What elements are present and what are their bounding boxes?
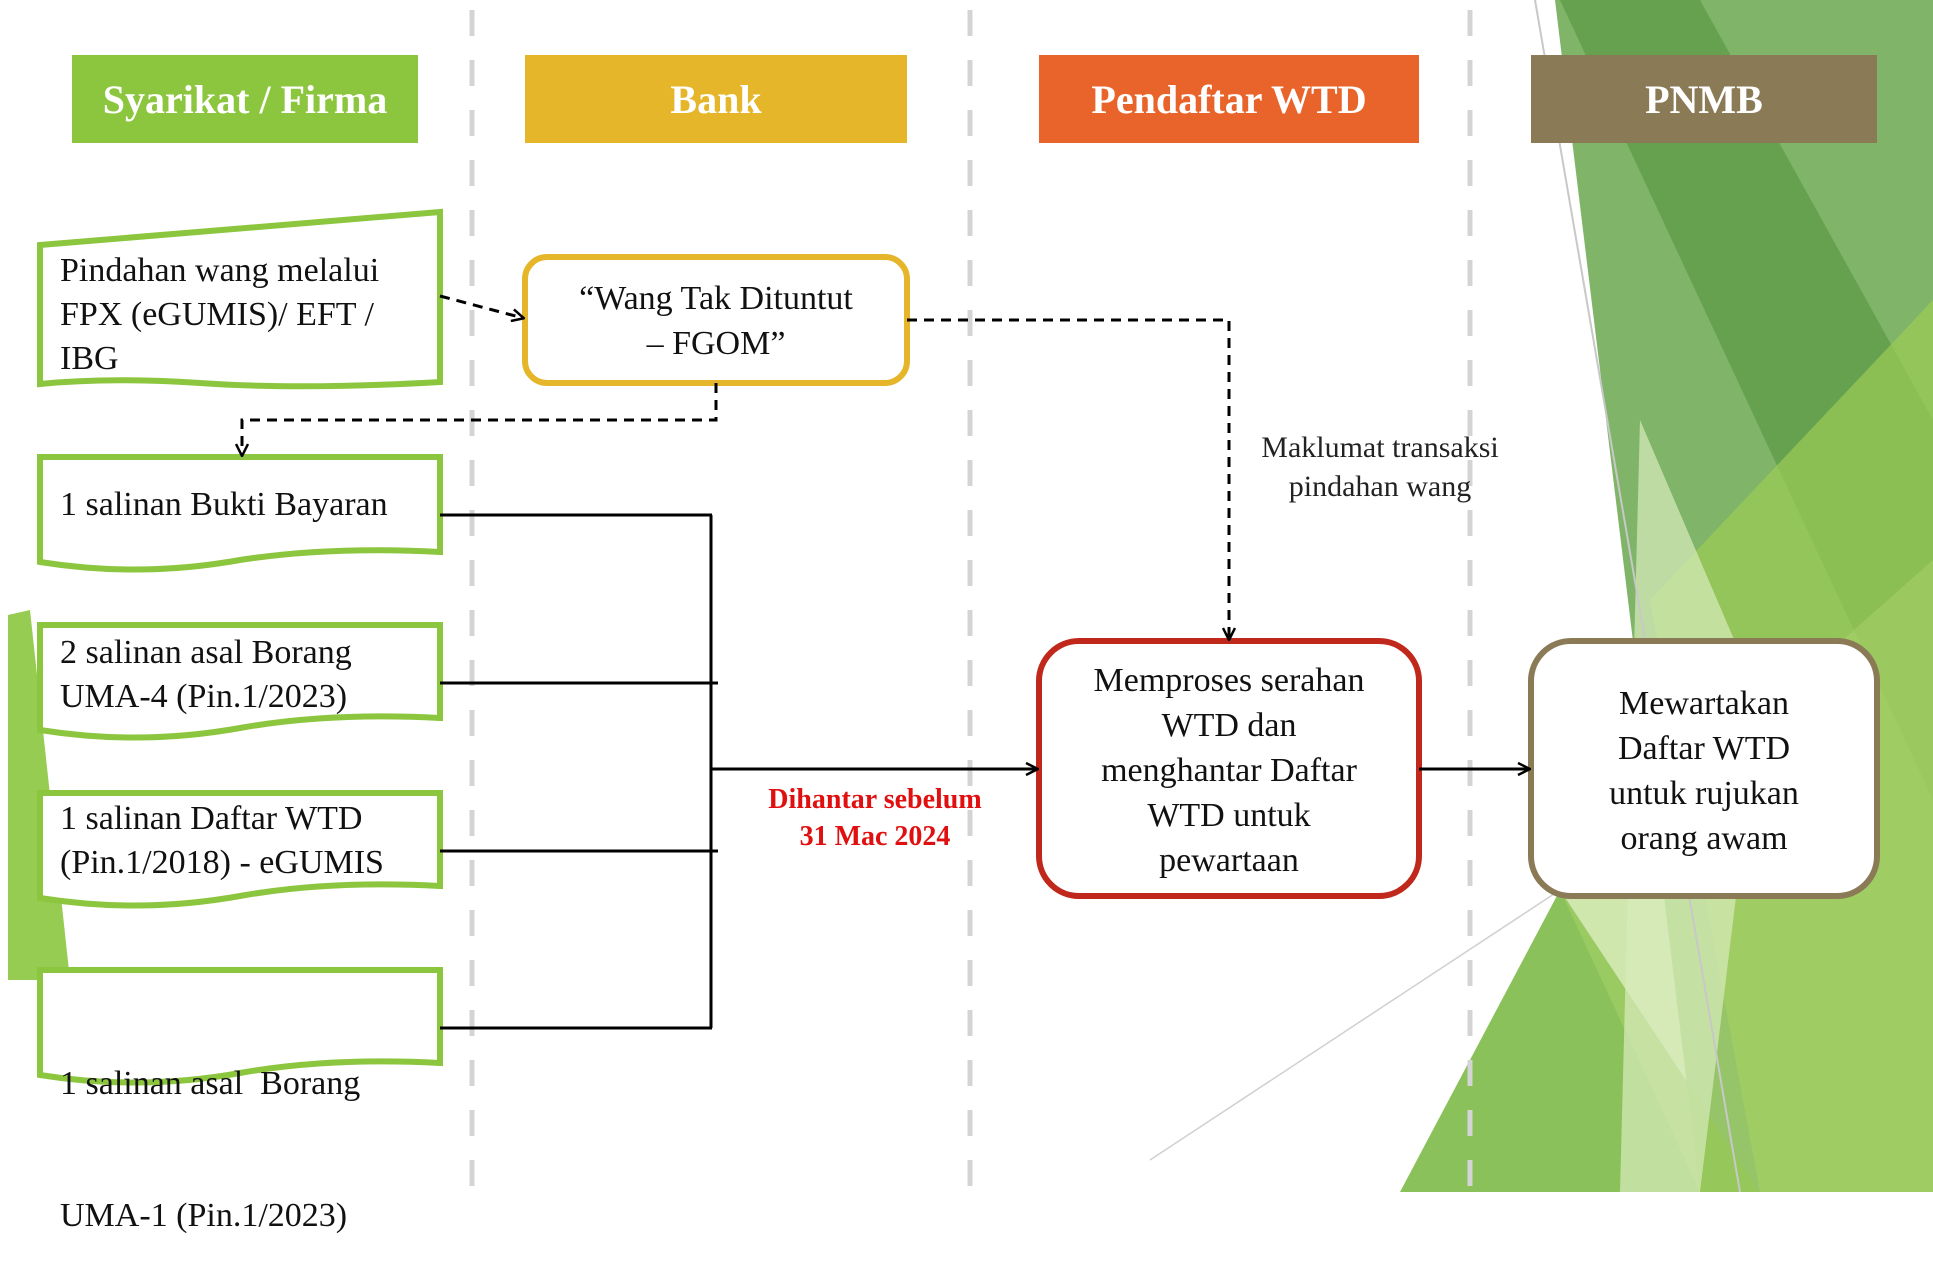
publish-wtd-text: Mewartakan Daftar WTD untuk rujukan oran… xyxy=(1531,681,1877,861)
borang-uma1-text: 1 salinan asal Borang UMA-1 (Pin.1/2023) xyxy=(60,974,440,1282)
arrow-bank-to-process xyxy=(907,318,1229,639)
fgom-account-text: “Wang Tak Dituntut – FGOM” xyxy=(525,276,907,366)
doc-shape-transfer xyxy=(37,208,443,390)
transfer-doc-line: Pindahan wang melalui xyxy=(60,252,380,289)
process-wtd-line: WTD untuk xyxy=(1147,797,1311,834)
borang-uma4-text: 2 salinan asal Borang UMA-4 (Pin.1/2023) xyxy=(60,631,440,719)
lane-header-bg-pendaftar xyxy=(1039,55,1419,143)
doc-shape-daftar xyxy=(37,790,443,909)
lane-separators xyxy=(469,10,1473,1192)
bukti-bayaran-line: 1 salinan Bukti Bayaran xyxy=(60,486,388,523)
borang-uma1-line: UMA-1 (Pin.1/2023) xyxy=(60,1197,348,1234)
deadline-line: Dihantar sebelum xyxy=(768,784,982,815)
deadline-note: Dihantar sebelum 31 Mac 2024 xyxy=(735,781,1015,855)
arrow-transfer-to-bank xyxy=(439,294,523,318)
fgom-account-line: – FGOM” xyxy=(646,325,786,362)
borang-uma1-line: 1 salinan asal Borang xyxy=(60,1065,361,1102)
transaction-info-line: Maklumat transaksi xyxy=(1261,431,1499,464)
borang-uma4-line: UMA-4 (Pin.1/2023) xyxy=(60,678,348,715)
process-wtd-line: Memproses serahan xyxy=(1093,662,1365,699)
transfer-doc-text: Pindahan wang melalui FPX (eGUMIS)/ EFT … xyxy=(60,249,440,381)
transaction-info-note: Maklumat transaksi pindahan wang xyxy=(1230,428,1530,506)
diagram-canvas xyxy=(8,0,1933,1192)
process-wtd-line: menghantar Daftar xyxy=(1101,752,1357,789)
publish-wtd-line: Daftar WTD xyxy=(1617,730,1791,767)
bukti-bayaran-text: 1 salinan Bukti Bayaran xyxy=(60,483,440,527)
publish-wtd-line: untuk rujukan xyxy=(1609,775,1799,812)
transfer-doc-line: FPX (eGUMIS)/ EFT / xyxy=(60,296,374,333)
lane-header-bg-firma xyxy=(72,55,418,143)
doc-shape-uma4 xyxy=(37,622,443,741)
daftar-wtd-line: 1 salinan Daftar WTD xyxy=(60,800,363,837)
lane-header-firma: Syarikat / Firma xyxy=(102,76,388,122)
borang-uma4-line: 2 salinan asal Borang xyxy=(60,634,352,671)
publish-box-shape xyxy=(1528,638,1880,899)
lane-header-pnmb: PNMB xyxy=(1645,76,1763,122)
fgom-account-line: “Wang Tak Dituntut xyxy=(579,280,853,317)
deadline-line: 31 Mac 2024 xyxy=(799,821,951,852)
arrow-bank-to-bukti xyxy=(242,383,718,455)
daftar-wtd-text: 1 salinan Daftar WTD (Pin.1/2018) - eGUM… xyxy=(60,797,440,885)
process-wtd-line: pewartaan xyxy=(1159,842,1299,879)
process-wtd-line: WTD dan xyxy=(1161,707,1297,744)
daftar-wtd-line: (Pin.1/2018) - eGUMIS xyxy=(60,844,384,881)
doc-shape-uma1 xyxy=(37,967,443,1086)
publish-wtd-line: Mewartakan xyxy=(1619,685,1789,722)
connectors xyxy=(242,294,1529,1030)
lane-header-pendaftar: Pendaftar WTD xyxy=(1091,76,1367,122)
lane-header-bg-bank xyxy=(525,55,907,143)
doc-shape-bukti xyxy=(37,454,443,573)
lane-header-bank: Bank xyxy=(670,76,762,122)
process-wtd-text: Memproses serahan WTD dan menghantar Daf… xyxy=(1039,658,1419,883)
transfer-doc-line: IBG xyxy=(60,340,119,377)
transaction-info-line: pindahan wang xyxy=(1288,470,1472,503)
lane-header-bg-pnmb xyxy=(1531,55,1877,143)
publish-wtd-line: orang awam xyxy=(1620,820,1788,857)
